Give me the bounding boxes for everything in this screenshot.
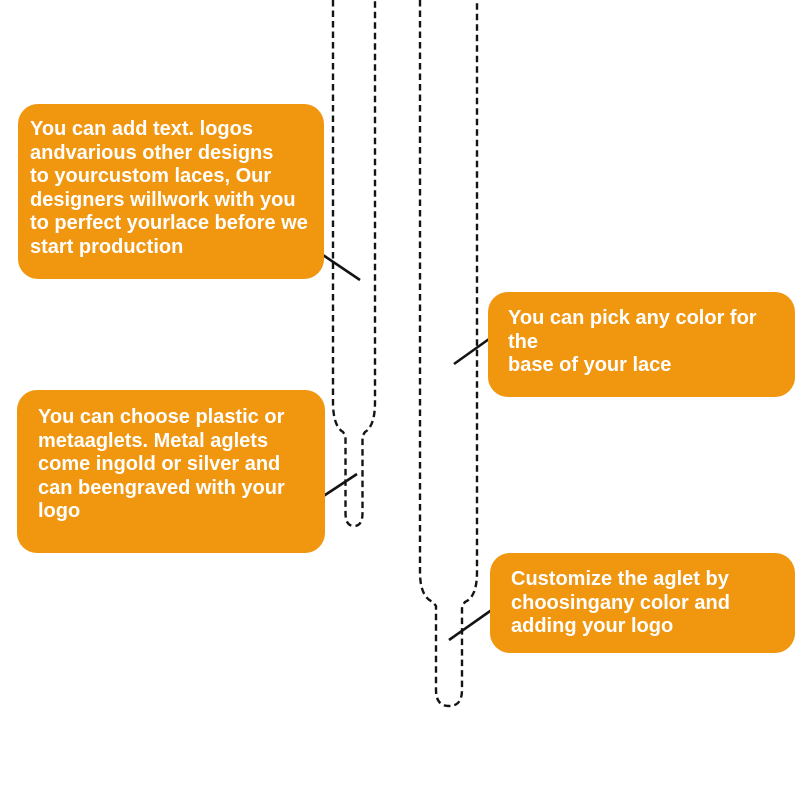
callout-aglet-customize: Customize the aglet by choosingany color…: [490, 553, 795, 653]
right-lace-outline-icon: [418, 0, 479, 708]
leader-line-aglet-material: [321, 472, 358, 499]
left-lace-outline-icon: [331, 0, 377, 528]
callout-aglet-material: You can choose plastic or metaaglets. Me…: [17, 390, 325, 553]
leader-line-aglet-customize: [448, 607, 494, 642]
callout-lace-color: You can pick any color for the base of y…: [488, 292, 795, 397]
leader-line-lace-color: [453, 337, 490, 366]
callout-add-designs: You can add text. logos andvarious other…: [18, 104, 324, 279]
leader-line-add-designs: [316, 249, 361, 282]
